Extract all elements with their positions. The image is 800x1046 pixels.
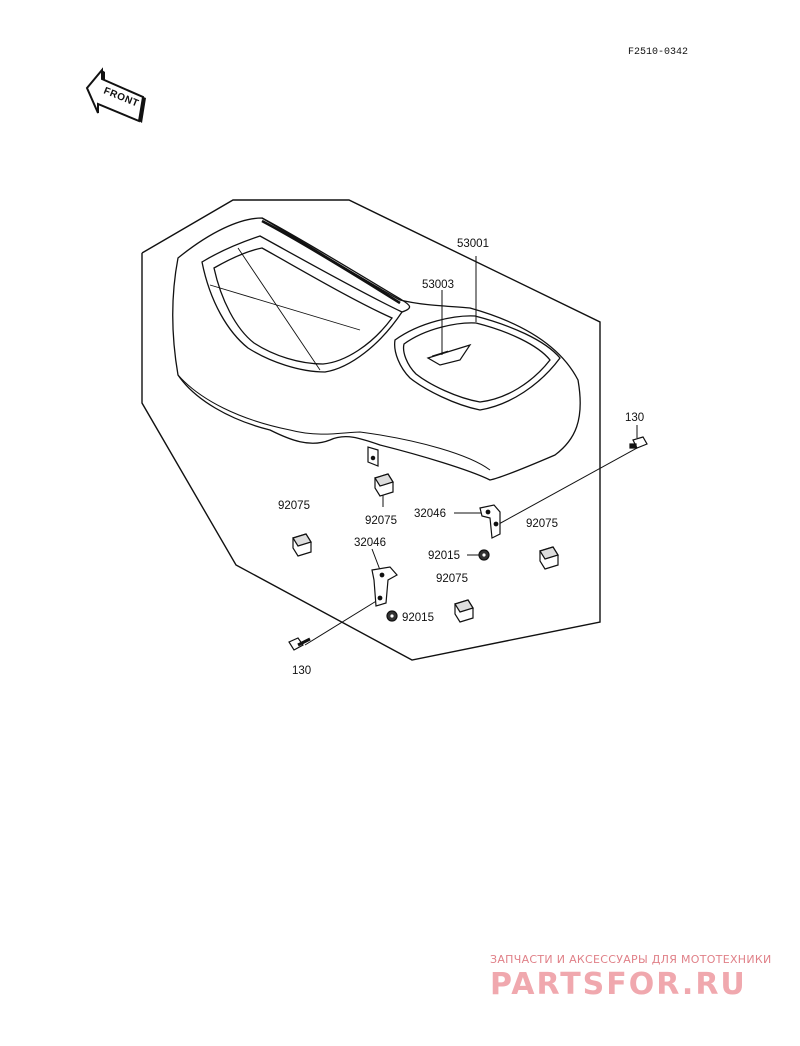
watermark-tagline: ЗАПЧАСТИ И АКСЕССУАРЫ ДЛЯ МОТОТЕХНИКИ xyxy=(490,953,772,966)
bolt-right-icon xyxy=(629,436,648,449)
bolt-left-icon xyxy=(288,637,311,651)
label-bracket-left: 32046 xyxy=(354,537,386,549)
watermark: ЗАПЧАСТИ И АКСЕССУАРЫ ДЛЯ МОТОТЕХНИКИ PA… xyxy=(490,953,772,1002)
label-bolt-left: 130 xyxy=(292,665,311,677)
label-bracket-right: 32046 xyxy=(414,508,446,520)
label-damper-left: 92075 xyxy=(278,500,310,512)
label-emblem: 53003 xyxy=(422,279,454,291)
nut-right-icon xyxy=(478,549,490,561)
seat-illustration xyxy=(172,217,581,481)
figure-code: F2510-0342 xyxy=(628,47,688,58)
damper-left-icon xyxy=(292,533,312,557)
label-nut-right: 92015 xyxy=(428,550,460,562)
label-damper-center-bottom: 92075 xyxy=(436,573,468,585)
label-bolt-right: 130 xyxy=(625,412,644,424)
damper-center-bottom-icon xyxy=(454,599,474,623)
bracket-left-icon xyxy=(371,566,398,607)
bracket-right-icon xyxy=(479,504,501,539)
front-arrow-icon: FRONT xyxy=(85,67,146,123)
hardware-parts xyxy=(288,436,648,651)
label-damper-center-top: 92075 xyxy=(365,515,397,527)
damper-center-top-icon xyxy=(374,473,394,497)
nut-left-icon xyxy=(386,610,398,622)
label-damper-right: 92075 xyxy=(526,518,558,530)
watermark-brand: PARTSFOR.RU xyxy=(490,967,747,1002)
leader-lines xyxy=(304,256,638,646)
damper-right-icon xyxy=(539,546,559,570)
label-nut-left: 92015 xyxy=(402,612,434,624)
label-seat: 53001 xyxy=(457,238,489,250)
assembly-outline xyxy=(141,199,601,661)
